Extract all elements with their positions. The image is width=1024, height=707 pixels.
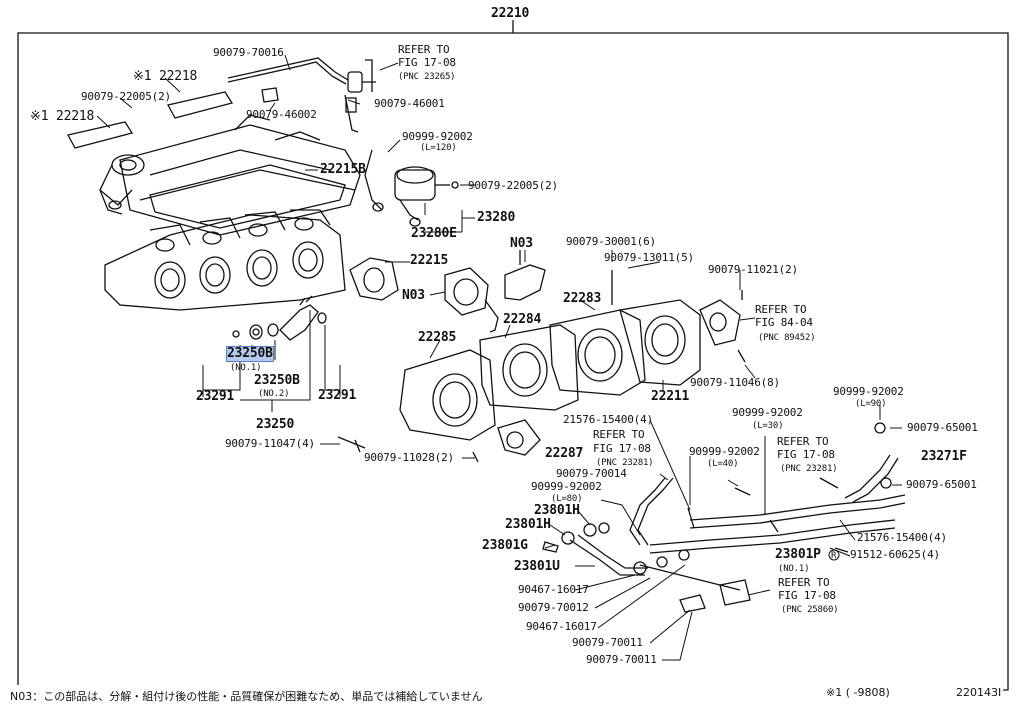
refer-note-4-line2[interactable]: FIG 17-08 xyxy=(777,448,835,461)
part-label-90467-16017-a[interactable]: 90467-16017 xyxy=(518,583,589,596)
part-label-90079-70011-b[interactable]: 90079-70011 xyxy=(586,653,657,666)
refer-note-4-line1: REFER TO xyxy=(777,435,829,448)
gasket-22215b-drawing xyxy=(149,164,346,229)
part-label-22211[interactable]: 22211 xyxy=(651,389,690,404)
part-label-22215[interactable]: 22215 xyxy=(410,253,449,268)
part-label-90079-46001[interactable]: 90079-46001 xyxy=(374,97,445,110)
part-label-23250b-no2[interactable]: 23250B xyxy=(254,373,300,388)
refer-note-1-line3: (PNC 23265) xyxy=(398,72,456,82)
part-label-90999-92002-e[interactable]: 90999-92002 xyxy=(531,480,602,493)
part-label-90079-70014[interactable]: 90079-70014 xyxy=(556,467,627,480)
part-label-22283[interactable]: 22283 xyxy=(563,291,602,306)
part-label-90467-16017-b[interactable]: 90467-16017 xyxy=(526,620,597,633)
part-label-23801h-a[interactable]: 23801H xyxy=(534,503,580,518)
part-label-23801h-b[interactable]: 23801H xyxy=(505,517,551,532)
part-label-22218-left[interactable]: ※1 22218 xyxy=(30,109,95,124)
length-note-40: (L=40) xyxy=(707,459,739,469)
part-label-90079-46002[interactable]: 90079-46002 xyxy=(246,108,317,121)
refer-note-5-line2[interactable]: FIG 17-08 xyxy=(778,589,836,602)
footer-date-note: ※1 ( -9808) xyxy=(826,686,890,699)
refer-note-4-line3: (PNC 23281) xyxy=(780,464,838,474)
part-label-90079-30001[interactable]: 90079-30001(6) xyxy=(566,235,656,248)
no1-note-b: (NO.1) xyxy=(778,564,810,574)
part-label-90079-11047[interactable]: 90079-11047(4) xyxy=(225,437,315,450)
throttle-body-drawing xyxy=(337,270,746,463)
length-note-30: (L=30) xyxy=(752,421,784,431)
refer-note-3-line3: (PNC 23281) xyxy=(596,458,654,468)
refer-note-2-line1: REFER TO xyxy=(755,303,807,316)
part-label-90079-70012[interactable]: 90079-70012 xyxy=(518,601,589,614)
length-note-90: (L=90) xyxy=(855,399,887,409)
bolt-marker-r: R xyxy=(831,551,837,561)
part-label-23280e[interactable]: 23280E xyxy=(411,226,457,241)
gasket-22215-drawing xyxy=(349,257,399,301)
injector-drawing xyxy=(232,295,327,341)
part-label-23291-a[interactable]: 23291 xyxy=(196,389,235,404)
part-label-21576-15400-b[interactable]: 21576-15400(4) xyxy=(857,531,947,544)
part-label-90999-92002-b[interactable]: 90999-92002 xyxy=(833,385,904,398)
part-label-90079-11046[interactable]: 90079-11046(8) xyxy=(690,376,780,389)
part-label-90079-11028[interactable]: 90079-11028(2) xyxy=(364,451,454,464)
refer-note-5-line1: REFER TO xyxy=(778,576,830,589)
no1-note-a: (NO.1) xyxy=(230,363,262,373)
assembly-bracket xyxy=(17,20,1009,691)
cover-22218-drawing xyxy=(67,91,234,149)
part-label-22215b[interactable]: 22215B xyxy=(320,162,366,177)
pressure-regulator-drawing xyxy=(364,149,459,227)
length-note-80: (L=80) xyxy=(551,494,583,504)
refer-note-1-line2[interactable]: FIG 17-08 xyxy=(398,56,456,69)
n03-component-drawing xyxy=(444,250,546,333)
part-label-23801p[interactable]: 23801P xyxy=(775,547,821,562)
part-label-n03-a[interactable]: N03 xyxy=(510,236,533,251)
part-label-22287[interactable]: 22287 xyxy=(545,446,584,461)
footer-figure-code: 220143I xyxy=(956,686,1002,699)
part-label-23250b-no1-highlighted[interactable]: 23250B xyxy=(226,346,274,362)
part-label-23801u[interactable]: 23801U xyxy=(514,559,560,574)
part-label-23291-b[interactable]: 23291 xyxy=(318,388,357,403)
hose-assembly-drawing xyxy=(542,422,906,613)
part-label-90079-70016[interactable]: 90079-70016 xyxy=(213,46,284,59)
length-note-120: (L=120) xyxy=(420,143,457,153)
part-label-90079-65001-b[interactable]: 90079-65001 xyxy=(906,478,977,491)
refer-note-2-line2[interactable]: FIG 84-04 xyxy=(755,316,813,329)
part-label-22218-top[interactable]: ※1 22218 xyxy=(133,69,198,84)
part-label-90079-13011[interactable]: 90079-13011(5) xyxy=(604,251,694,264)
part-label-91512-60625[interactable]: 91512-60625(4) xyxy=(850,548,940,561)
part-label-n03-b[interactable]: N03 xyxy=(402,288,425,303)
lower-manifold-drawing xyxy=(104,209,346,311)
part-label-22285[interactable]: 22285 xyxy=(418,330,457,345)
part-label-23250[interactable]: 23250 xyxy=(256,417,295,432)
refer-note-5-line3: (PNC 25860) xyxy=(781,605,839,615)
part-label-90079-65001-a[interactable]: 90079-65001 xyxy=(907,421,978,434)
part-label-22284[interactable]: 22284 xyxy=(503,312,542,327)
assembly-number-label[interactable]: 22210 xyxy=(491,6,530,21)
refer-note-2-line3: (PNC 89452) xyxy=(758,333,816,343)
part-label-90079-22005-a[interactable]: 90079-22005(2) xyxy=(81,90,171,103)
part-label-23271f[interactable]: 23271F xyxy=(921,449,967,464)
part-label-90999-92002-a[interactable]: 90999-92002 xyxy=(402,130,473,143)
part-label-23801g[interactable]: 23801G xyxy=(482,538,528,553)
upper-manifold-drawing xyxy=(99,114,361,236)
leader-lines xyxy=(96,54,902,661)
refer-note-3-line1: REFER TO xyxy=(593,428,645,441)
no2-note: (NO.2) xyxy=(258,389,290,399)
part-label-90079-22005-b[interactable]: 90079-22005(2) xyxy=(468,179,558,192)
part-label-21576-15400-a[interactable]: 21576-15400(4) xyxy=(563,413,653,426)
vacuum-pipe-drawing xyxy=(227,57,376,133)
refer-note-1-line1: REFER TO xyxy=(398,43,450,56)
part-label-90999-92002-d[interactable]: 90999-92002 xyxy=(689,445,760,458)
refer-note-3-line2[interactable]: FIG 17-08 xyxy=(593,442,651,455)
footer-n03-note: N03：この部品は、分解・組付け後の性能・品質確保が困難なため、単品では補給して… xyxy=(10,690,483,703)
part-label-90079-11021[interactable]: 90079-11021(2) xyxy=(708,263,798,276)
part-label-90999-92002-c[interactable]: 90999-92002 xyxy=(732,406,803,419)
part-label-23280[interactable]: 23280 xyxy=(477,210,516,225)
part-label-90079-70011-a[interactable]: 90079-70011 xyxy=(572,636,643,649)
